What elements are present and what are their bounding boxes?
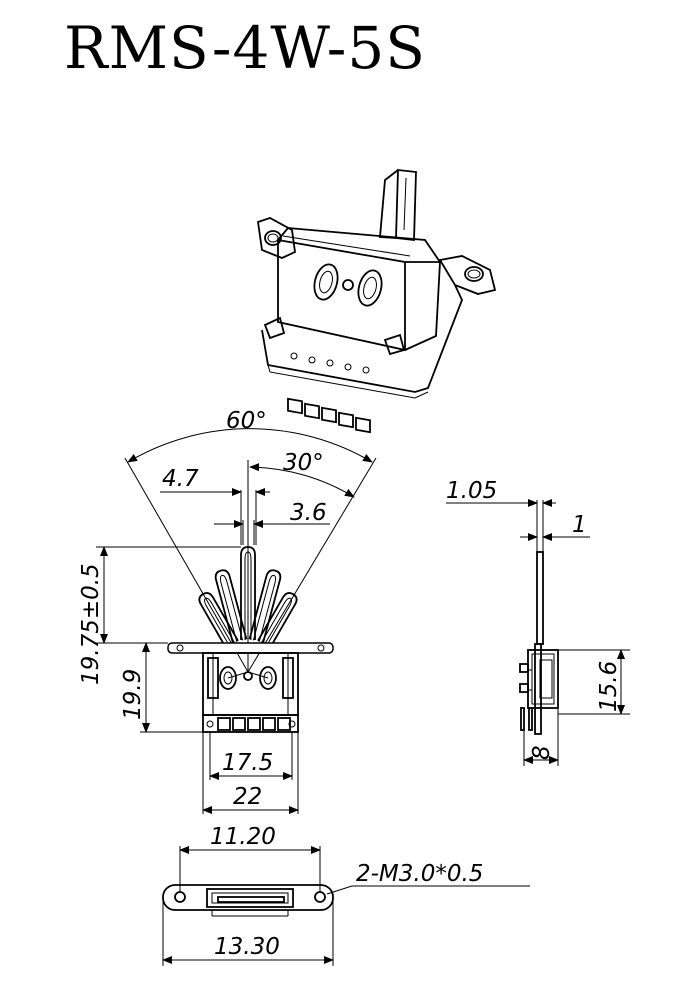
dim-height-19-75: 19.75±0.5 bbox=[78, 563, 104, 685]
drawing-title: RMS-4W-5S bbox=[64, 14, 427, 82]
dim-angle-60: 60° bbox=[226, 408, 267, 434]
dim-width-4-7: 4.7 bbox=[162, 466, 199, 492]
bottom-view bbox=[162, 846, 530, 966]
front-view bbox=[96, 428, 377, 814]
dim-width-17-5: 17.5 bbox=[222, 750, 273, 776]
dim-side-1: 1 bbox=[572, 512, 587, 538]
screw-note: 2-M3.0*0.5 bbox=[356, 861, 483, 887]
dim-bottom-13-30: 13.30 bbox=[214, 934, 280, 960]
dim-angle-30: 30° bbox=[283, 450, 324, 476]
dim-side-8: 8 bbox=[529, 745, 555, 760]
dim-height-19-9: 19.9 bbox=[120, 669, 146, 720]
dim-width-3-6: 3.6 bbox=[290, 500, 327, 526]
side-view bbox=[446, 499, 630, 766]
dim-side-1-05: 1.05 bbox=[446, 478, 497, 504]
dim-width-22: 22 bbox=[233, 784, 262, 810]
isometric-view bbox=[257, 168, 497, 434]
dim-bottom-11-20: 11.20 bbox=[210, 824, 276, 850]
dim-side-15-6: 15.6 bbox=[596, 661, 622, 712]
